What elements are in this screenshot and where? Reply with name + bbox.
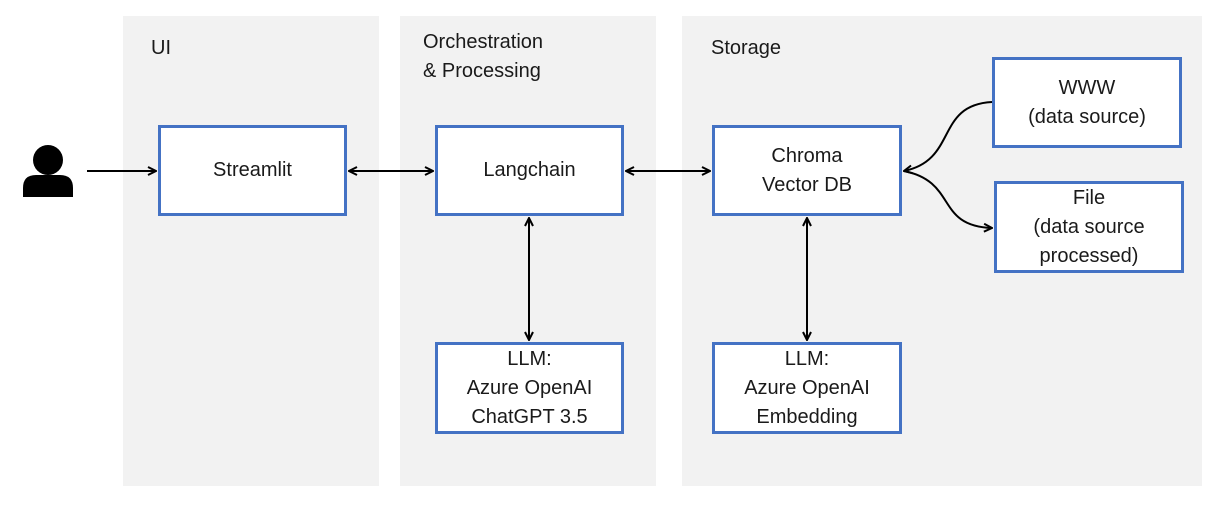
llm-chat-label-line: ChatGPT 3.5 <box>471 405 588 428</box>
panel-title-storage: Storage <box>711 37 782 59</box>
langchain-box: Langchain <box>435 125 624 216</box>
www-label-line: (data source) <box>1028 105 1146 128</box>
panel-title-orchestration: Orchestration & Processing <box>423 28 543 86</box>
chroma-label-line: Chroma <box>771 144 843 167</box>
user-icon <box>23 145 73 197</box>
llm-embed-label-line: Embedding <box>756 405 858 428</box>
panel-title-line: Orchestration <box>423 31 544 53</box>
llm-embed-label-line: Azure OpenAI <box>744 376 870 399</box>
file-label-line: (data source <box>1033 215 1145 238</box>
panel-title-ui: UI <box>151 37 171 59</box>
file-label-line: processed) <box>1039 244 1139 267</box>
langchain-label: Langchain <box>483 159 576 181</box>
file-label-line: File <box>1072 186 1106 209</box>
llm-chat-box: LLM: Azure OpenAI ChatGPT 3.5 <box>435 342 624 434</box>
streamlit-box: Streamlit <box>158 125 347 216</box>
llm-chat-label-line: Azure OpenAI <box>466 376 593 399</box>
chroma-label-line: Vector DB <box>761 173 853 196</box>
www-box: WWW (data source) <box>992 57 1182 148</box>
llm-embed-label-line: LLM: <box>784 347 830 370</box>
arrow-chroma-to-file <box>903 170 992 228</box>
llm-embed-box: LLM: Azure OpenAI Embedding <box>712 342 902 434</box>
panel-ui: UI <box>123 16 379 486</box>
file-box: File (data source processed) <box>994 181 1184 273</box>
www-label-line: WWW <box>1058 76 1116 99</box>
chroma-box: Chroma Vector DB <box>712 125 902 216</box>
streamlit-label: Streamlit <box>213 159 292 181</box>
panel-title-line: & Processing <box>423 60 541 82</box>
llm-chat-label-line: LLM: <box>507 347 552 370</box>
arrow-www-to-chroma <box>904 101 993 171</box>
